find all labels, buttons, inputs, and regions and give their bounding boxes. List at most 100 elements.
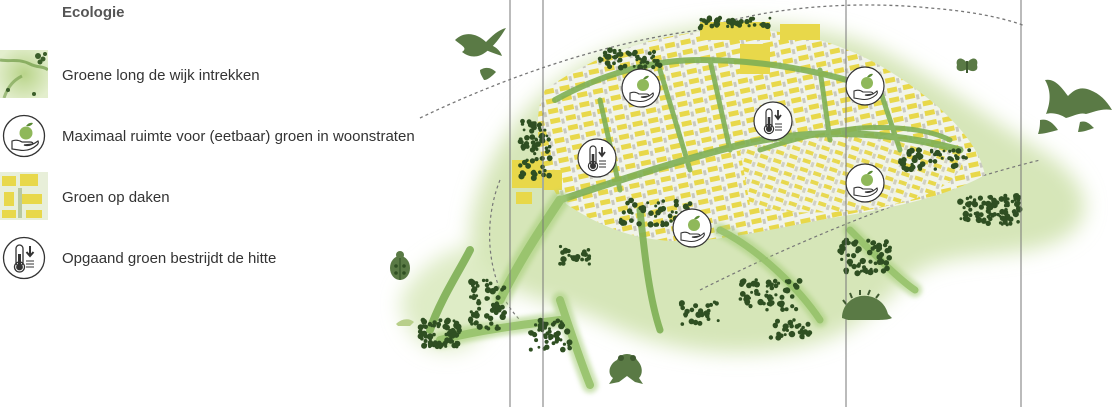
tree-dot	[987, 201, 991, 205]
tree-dot	[453, 322, 460, 329]
tree-dot	[476, 323, 483, 330]
green-lung-swatch-icon	[0, 50, 48, 98]
tree-dot	[768, 16, 772, 20]
tree-dot	[621, 210, 626, 215]
tree-dot	[561, 257, 567, 262]
tree-dot	[792, 318, 796, 322]
tree-dot	[473, 287, 477, 291]
tree-dot	[468, 319, 473, 324]
tree-dot	[782, 287, 789, 293]
tree-dot	[678, 300, 685, 307]
tree-dot	[747, 24, 751, 28]
tree-dot	[529, 158, 536, 164]
tree-dot	[438, 318, 443, 323]
tree-dot	[548, 327, 551, 331]
tree-dot	[876, 259, 883, 265]
tree-dot	[525, 163, 531, 169]
tree-dot	[612, 50, 617, 55]
tree-dot	[645, 60, 650, 65]
tree-dot	[1017, 201, 1021, 205]
tree-dot	[940, 156, 944, 160]
tree-dot	[635, 54, 640, 59]
tree-dot	[552, 320, 557, 325]
tree-dot	[444, 338, 448, 343]
tree-dot	[521, 171, 527, 177]
tree-dot	[494, 325, 500, 331]
tree-dot	[632, 65, 636, 68]
tree-dot	[426, 333, 434, 340]
tree-dot	[642, 57, 647, 62]
tree-dot	[518, 163, 523, 168]
tree-dot	[529, 134, 536, 140]
tree-dot	[886, 254, 892, 261]
tree-dot	[534, 137, 538, 141]
tree-dot	[768, 335, 774, 340]
tree-dot	[660, 220, 665, 224]
tree-dot	[999, 215, 1006, 221]
tree-dot	[739, 291, 746, 297]
beetle-icon	[390, 251, 410, 280]
tree-dot	[530, 175, 537, 181]
tree-dot	[1013, 193, 1019, 199]
tree-dot	[789, 294, 795, 299]
tree-dot	[530, 140, 536, 146]
tree-dot	[784, 279, 789, 284]
tree-dot	[489, 321, 494, 326]
tree-dot	[851, 253, 857, 259]
tree-dot	[618, 49, 622, 52]
bird-icon	[480, 67, 496, 80]
tree-dot	[872, 244, 878, 250]
tree-dot	[521, 146, 526, 151]
tree-dot	[423, 339, 428, 343]
tree-dot	[539, 132, 546, 140]
tree-dot	[560, 346, 566, 353]
tree-dot	[918, 148, 923, 153]
tree-dot	[959, 217, 963, 221]
legend-label: Groen op daken	[62, 189, 170, 206]
tree-dot	[674, 211, 678, 214]
tree-dot	[651, 54, 656, 58]
tree-dot	[839, 249, 845, 254]
tree-dot	[840, 257, 844, 261]
tree-dot	[562, 247, 569, 254]
tree-dot	[548, 157, 552, 162]
tree-dot	[488, 281, 493, 286]
tree-dot	[1016, 220, 1020, 224]
tree-dot	[537, 328, 541, 332]
tree-dot	[853, 239, 859, 245]
tree-dot	[726, 19, 732, 25]
tree-dot	[779, 294, 785, 300]
tree-dot	[760, 21, 767, 28]
tree-dot	[977, 195, 984, 201]
hand-apple-icon	[845, 66, 885, 106]
tree-dot	[770, 296, 774, 300]
tree-dot	[603, 53, 608, 58]
tree-dot	[790, 304, 795, 309]
tree-dot	[794, 324, 800, 329]
tree-dot	[484, 313, 490, 319]
tree-dot	[657, 206, 664, 213]
tree-dot	[490, 302, 496, 308]
tree-dot	[538, 128, 543, 132]
tree-dot	[567, 253, 571, 257]
tree-dot	[754, 278, 758, 282]
tree-dot	[739, 278, 746, 286]
tree-dot	[859, 269, 863, 273]
tree-dot	[999, 211, 1003, 215]
tree-dot	[545, 134, 549, 138]
reference-lines	[509, 0, 1022, 407]
bird-icon	[455, 28, 506, 57]
thermometer-icon	[2, 236, 46, 280]
tree-dot	[580, 251, 586, 257]
tree-dot	[635, 58, 639, 62]
tree-dot	[651, 49, 657, 55]
tree-dot	[713, 21, 719, 27]
tree-dot	[744, 300, 750, 306]
tree-dot	[587, 262, 591, 266]
tree-dot	[987, 195, 991, 199]
tree-dot	[948, 149, 952, 153]
tree-dot	[544, 344, 550, 350]
tree-dot	[919, 161, 926, 168]
bat-icon	[1038, 79, 1112, 134]
tree-dot	[536, 123, 541, 128]
